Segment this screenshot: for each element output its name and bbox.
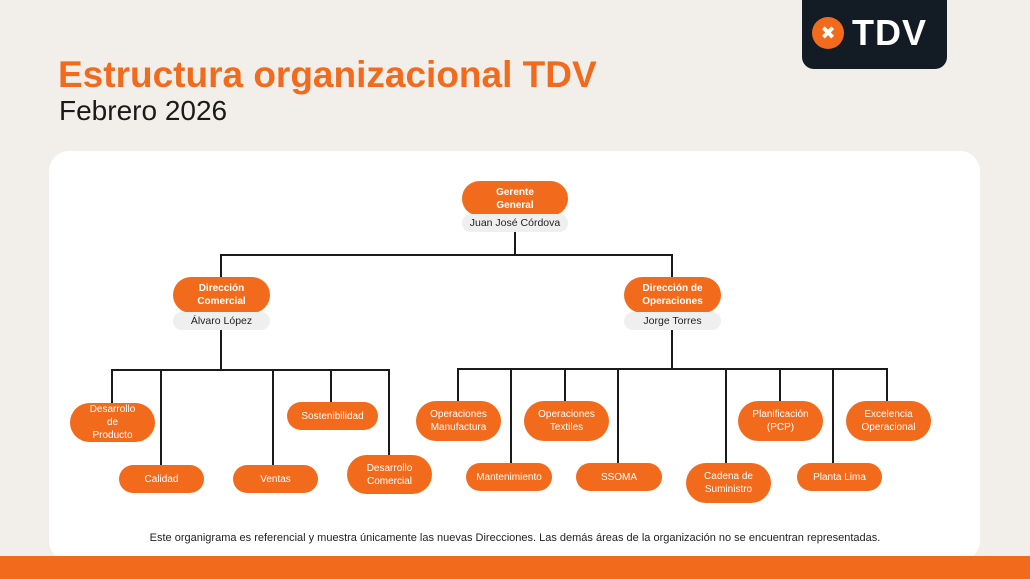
unit-ventas: Ventas [233,465,318,493]
unit-planificacion-pcp: Planificación (PCP) [738,401,823,441]
unit-desarrollo-comercial: Desarrollo Comercial [347,455,432,494]
node-gerente-general: Gerente General [462,181,568,216]
unit-planta-lima: Planta Lima [797,463,882,491]
logo-text: TDV [852,12,927,53]
name-direccion-comercial: Álvaro López [173,312,270,330]
page-subtitle: Febrero 2026 [59,95,228,126]
node-direccion-comercial: Dirección Comercial [173,277,270,313]
unit-operaciones-manufactura: Operaciones Manufactura [416,401,501,441]
logo-mark-icon: ✖ [812,17,844,49]
footer-bar [0,556,1030,579]
page-title: Estructura organizacional TDV [58,54,597,95]
footer-note: Este organigrama es referencial y muestr… [149,532,881,544]
name-direccion-operaciones: Jorge Torres [624,312,721,330]
unit-desarrollo-producto: Desarrollo de Producto [70,403,155,442]
unit-mantenimiento: Mantenimiento [466,463,552,491]
unit-calidad: Calidad [119,465,204,493]
unit-operaciones-textiles: Operaciones Textiles [524,401,609,441]
unit-ssoma: SSOMA [576,463,662,491]
node-direccion-operaciones: Dirección de Operaciones [624,277,721,313]
tdv-logo: ✖ TDV [802,0,947,69]
unit-cadena-suministro: Cadena de Suministro [686,463,771,503]
name-gerente-general: Juan José Córdova [462,214,568,232]
unit-sostenibilidad: Sostenibilidad [287,402,378,430]
unit-excelencia-operacional: Excelencia Operacional [846,401,931,441]
